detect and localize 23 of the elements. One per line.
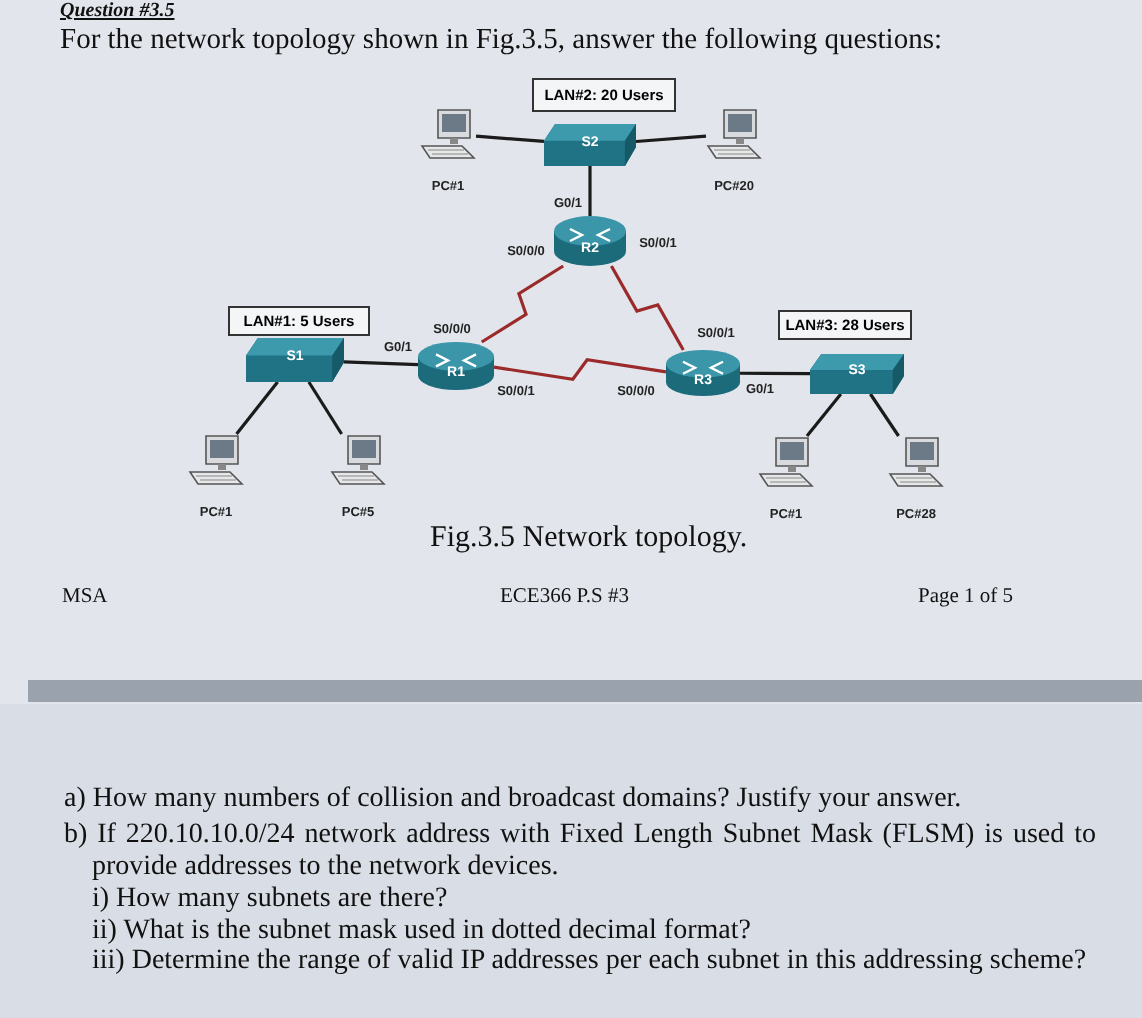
ethernet-link xyxy=(635,134,707,144)
question-text: a) How many numbers of collision and broadcast domains? Justify your answer. xyxy=(64,784,962,816)
question-text: i) How many subnets are there? xyxy=(92,884,448,916)
ethernet-link xyxy=(869,393,900,437)
ethernet-link xyxy=(805,393,843,437)
ethernet-link xyxy=(740,371,810,376)
footer-text: ECE366 P.S #3 xyxy=(500,586,629,608)
instruction-text: For the network topology shown in Fig.3.5, answer the following questions: xyxy=(60,24,943,58)
ethernet-link xyxy=(343,360,419,367)
question-text: b) If 220.10.10.0/24 network address with Fixed Length Subnet Mask (FLSM) is used to provide addresses to the network devices. xyxy=(64,820,1096,884)
footer-text: MSA xyxy=(62,586,108,608)
figure-caption: Fig.3.5 Network topology. xyxy=(430,522,748,556)
page-number: Page 1 of 5 xyxy=(918,586,1014,608)
serial-link xyxy=(480,264,565,344)
serial-link xyxy=(610,265,685,351)
ethernet-link xyxy=(588,166,592,216)
ethernet-link xyxy=(307,381,343,435)
serial-link xyxy=(493,357,667,382)
question-text: ii) What is the subnet mask used in dotted decimal format? xyxy=(92,916,751,948)
ethernet-link xyxy=(475,134,545,144)
question-title: Question #3.5 xyxy=(60,0,175,22)
ethernet-link xyxy=(235,381,279,435)
question-text: iii) Determine the range of valid IP addresses per each subnet in this addressing scheme? xyxy=(92,946,1087,978)
